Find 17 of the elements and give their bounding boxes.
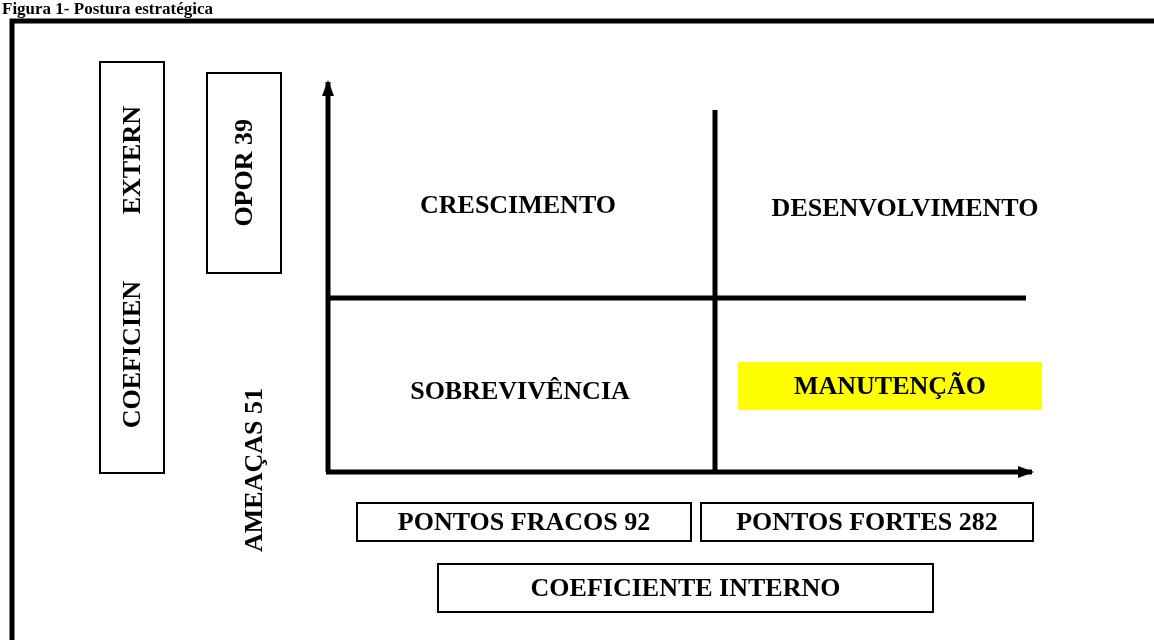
quadrant-label: CRESCIMENTO [420,190,616,220]
box-label: PONTOS FRACOS 92 [397,507,651,537]
value-box [356,502,692,542]
figure-title: Figura 1- Postura estratégica [2,0,214,17]
axis-title-box [437,563,934,613]
quadrant-label: DESENVOLVIMENTO [771,193,1039,223]
box-label: MANUTENÇÃO [793,371,987,401]
box-label: PONTOS FORTES 282 [736,507,998,537]
axis-title-box [99,61,165,474]
box-label: COEFICIENTE INTERNO [530,573,841,603]
value-box [206,72,282,274]
highlighted-quadrant-box [738,362,1042,410]
box-label: COEFICIEN EXTERN [117,106,147,429]
value-box [700,502,1034,542]
axis-value-label: AMEAÇAS 51 [239,388,269,552]
quadrant-label: SOBREVIVÊNCIA [410,376,630,406]
box-label: OPOR 39 [229,119,259,227]
